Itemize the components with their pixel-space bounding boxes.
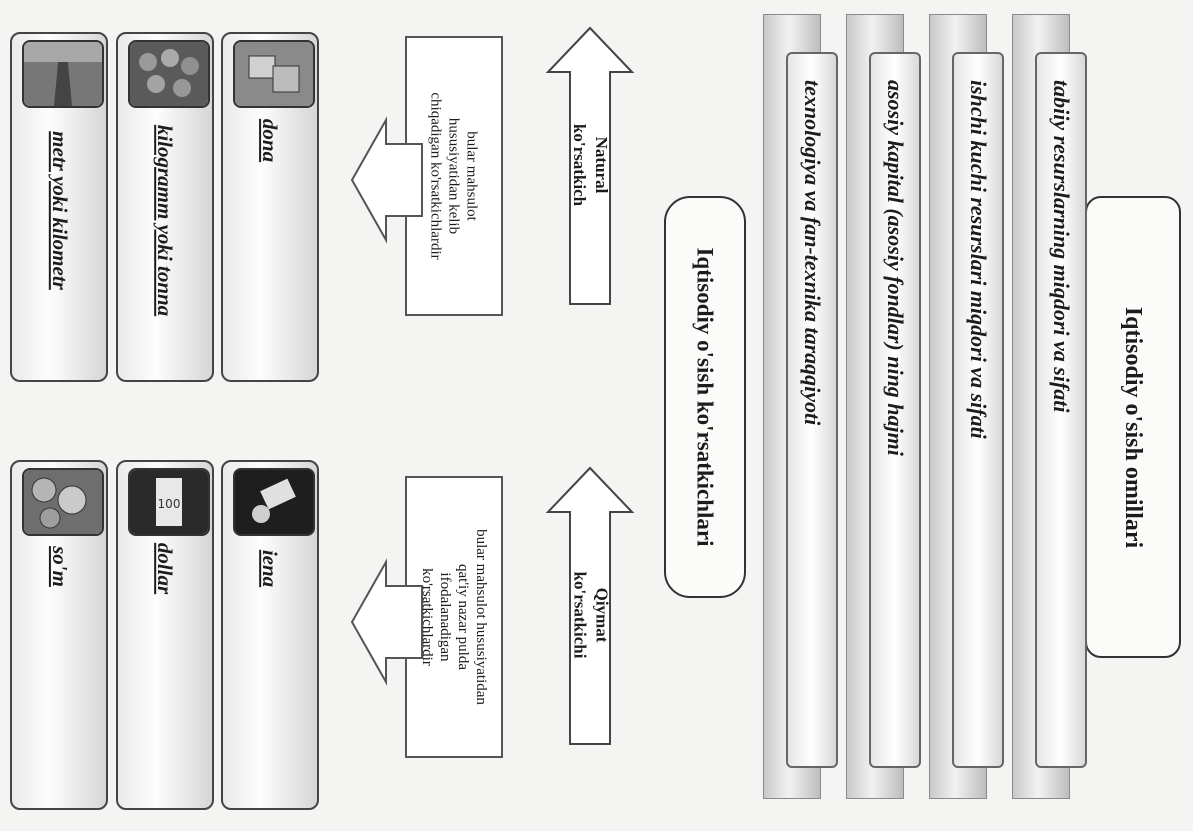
unit-card-metr: metr yoki kilometr [10, 32, 108, 382]
boxes-icon [233, 40, 315, 108]
factor-natural-resources: tabiiy resurslarning miqdori va sifati [1035, 52, 1087, 768]
svg-text:100: 100 [158, 497, 181, 511]
unit-card-dollar: 100 dollar [116, 460, 214, 810]
natural-arrow-label: Natural ko'rsatkich [570, 123, 611, 207]
unit-card-dona: dona [221, 32, 319, 382]
natural-arrow [545, 26, 635, 305]
factor-technology: texnologiya va fan-texnika taraqqiyoti [786, 52, 838, 768]
factor-capital: asosiy kapital (asosiy fondlar) ning haj… [869, 52, 921, 768]
natural-small-arrow [350, 116, 423, 244]
road-icon [22, 40, 104, 108]
unit-card-kilogramm: kilogramm yoki tonna [116, 32, 214, 382]
unit-card-iena: iena [221, 460, 319, 810]
diagram-title: Iqtisodiy o'sish omillari [1085, 196, 1181, 658]
grain-pile-icon [128, 40, 210, 108]
indicators-title: Iqtisodiy o'sish ko'rsatkichlari [664, 196, 746, 598]
factor-labor-resources: ishchi kuchi resurslari miqdori va sifat… [952, 52, 1004, 768]
unit-card-som: so'm [10, 460, 108, 810]
value-arrow [545, 466, 635, 745]
coins-icon [22, 468, 104, 536]
money-hand-icon [233, 468, 315, 536]
dollar-bill-icon: 100 [128, 468, 210, 536]
value-small-arrow [350, 558, 423, 686]
value-arrow-label: Qiymat ko'rsatkichi [570, 571, 611, 659]
